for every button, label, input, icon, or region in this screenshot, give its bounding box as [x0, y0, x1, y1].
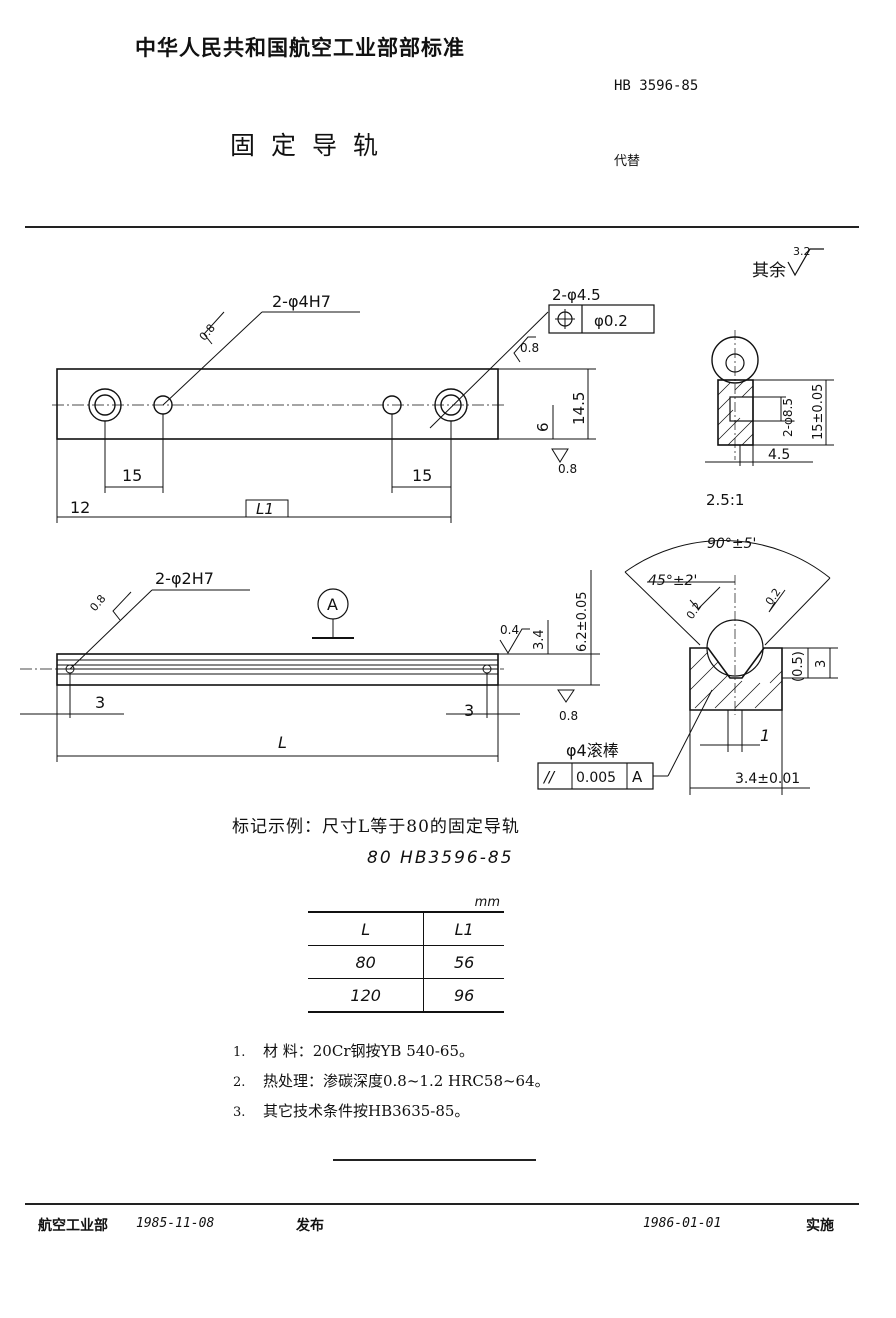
footer-issuer: 航空工业部	[38, 1218, 108, 1234]
note-item: 2. 热处理：渗碳深度0.8~1.2 HRC58~64。	[233, 1070, 550, 1100]
pin-note: φ4滚棒	[566, 741, 619, 760]
note-text: 热处理：渗碳深度0.8~1.2 HRC58~64。	[263, 1072, 550, 1090]
header-divider	[25, 226, 859, 228]
dim-groove: 3.4	[532, 629, 547, 650]
table-cell: 80	[308, 945, 425, 979]
position-tolerance: φ0.2	[594, 312, 628, 330]
dim-side-hole: 2-φ8.5	[781, 398, 795, 437]
standard-number: HB 3596-85	[614, 78, 699, 94]
parallel-datum: A	[632, 768, 643, 786]
roughness-groove: 0.4	[500, 623, 519, 637]
note-text: 材 料：20Cr钢按YB 540-65。	[263, 1042, 474, 1060]
note-item: 3. 其它技术条件按HB3635-85。	[233, 1100, 550, 1130]
detail-angle: 90°±5'	[707, 536, 756, 552]
table-cell: 120	[308, 978, 425, 1012]
roughness-bottom-front: 0.8	[559, 709, 578, 723]
table-row: 120 96	[308, 978, 504, 1012]
standard-organization: 中华人民共和国航空工业部部标准	[135, 36, 465, 60]
table-header-row: L L1	[308, 912, 504, 946]
footer-divider	[25, 1203, 859, 1205]
table-row: 80 56	[308, 945, 504, 979]
dim-height-top: 14.5	[570, 392, 588, 425]
roughness-rest-value: 3.2	[793, 245, 811, 258]
technical-drawing: 其余 3.2 2-φ4H7 2-φ4.5 φ0.2 0.8 0.8 0.8 14…	[20, 245, 838, 795]
detail-v-groove	[689, 647, 783, 711]
dim-side-height: 15±0.05	[811, 384, 826, 440]
marking-code: 80 HB3596-85	[367, 848, 514, 868]
note-text: 其它技术条件按HB3635-85。	[263, 1102, 470, 1120]
dim-front-right-3: 3	[464, 701, 474, 720]
roughness-detail-right: 0.2	[763, 586, 784, 608]
detail-half-angle: 45°±2'	[648, 573, 697, 589]
note-number: 2.	[233, 1075, 246, 1090]
dim-l1: L1	[256, 500, 274, 518]
dim-offset-12: 12	[70, 498, 90, 517]
size-table: L L1 80 56 120 96	[308, 911, 504, 1013]
footer-effective-date: 1986-01-01	[643, 1216, 722, 1231]
roughness-rest-label: 其余	[752, 261, 786, 281]
roughness-bottom-top: 0.8	[558, 462, 577, 476]
detail-scale: 2.5:1	[706, 491, 744, 509]
dim-detail-total: 3.4±0.01	[735, 771, 800, 787]
footer-effective-label: 实施	[806, 1218, 834, 1234]
size-table-unit: mm	[474, 895, 500, 910]
technical-notes: 1. 材 料：20Cr钢按YB 540-65。 2. 热处理：渗碳深度0.8~1.2…	[233, 1040, 550, 1130]
roughness-edge: 0.8	[520, 341, 539, 355]
roughness-detail-left: 0.2	[684, 600, 705, 622]
dim-side-width: 4.5	[768, 447, 790, 463]
parallel-symbol: //	[542, 768, 556, 786]
size-table-wrapper: mm L L1 80 56 120 96	[308, 895, 504, 1013]
supersede-label: 代替	[614, 154, 641, 169]
roughness-hole-top: 0.8	[197, 322, 218, 344]
dim-front-left-3: 3	[95, 693, 105, 712]
dim-front-height: 6.2±0.05	[575, 591, 590, 652]
document-title: 固定导轨	[230, 131, 395, 160]
table-cell: 56	[453, 952, 475, 972]
end-divider	[333, 1159, 536, 1161]
hole-callout-top: 2-φ4H7	[272, 292, 331, 311]
parallel-value: 0.005	[576, 770, 616, 786]
note-item: 1. 材 料：20Cr钢按YB 540-65。	[233, 1040, 550, 1070]
table-cell: 96	[453, 985, 475, 1005]
rail-front-view-outline	[56, 653, 499, 686]
note-number: 1.	[233, 1045, 246, 1060]
csink-callout: 2-φ4.5	[552, 286, 601, 304]
dim-detail-width: 1	[760, 726, 770, 745]
roughness-hole-front: 0.8	[87, 592, 108, 614]
note-number: 3.	[233, 1105, 246, 1120]
footer-issue-label: 发布	[296, 1218, 324, 1234]
dim-right-15: 15	[412, 466, 432, 485]
dim-detail-ref: (0.5)	[791, 651, 806, 682]
rail-top-view-outline	[56, 368, 499, 440]
table-header-l1: L1	[454, 919, 474, 939]
dim-length-l: L	[278, 733, 287, 752]
dim-center-top: 6	[534, 422, 552, 432]
dim-left-15: 15	[122, 466, 142, 485]
hole-callout-front: 2-φ2H7	[155, 569, 214, 588]
datum-a: A	[327, 595, 338, 614]
dim-detail-depth: 3	[814, 660, 829, 668]
footer-issue-date: 1985-11-08	[136, 1216, 215, 1231]
table-header-l: L	[308, 912, 425, 946]
marking-example: 标记示例：尺寸L等于80的固定导轨	[232, 817, 520, 837]
detail-pin	[706, 619, 764, 677]
